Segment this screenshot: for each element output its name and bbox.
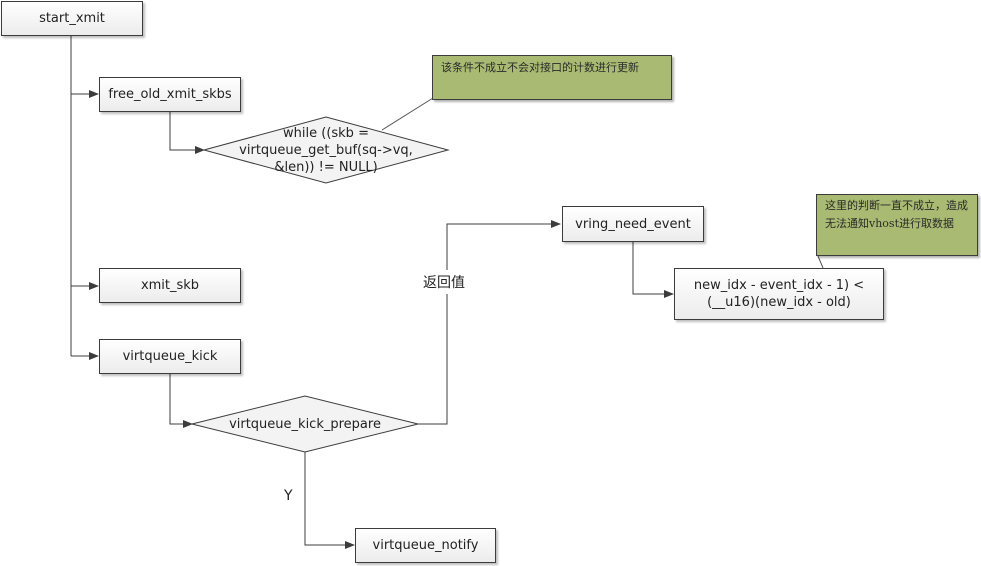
note-callout-line — [381, 97, 434, 131]
node-label: free_old_xmit_skbs — [108, 87, 232, 102]
edge-label-text: 返回值 — [423, 275, 465, 291]
node-label: virtqueue_notify — [372, 538, 479, 553]
edge-need-event-to-expr — [632, 242, 674, 298]
note-while-condition: 该条件不成立不会对接口的计数进行更新 — [432, 55, 672, 100]
node-virtqueue-kick[interactable]: virtqueue_kick — [99, 339, 241, 374]
node-label: start_xmit — [39, 11, 105, 26]
node-free-old-xmit-skbs[interactable]: free_old_xmit_skbs — [99, 77, 241, 112]
node-label: vring_need_event — [575, 216, 691, 232]
note-text: 该条件不成立不会对接口的计数进行更新 — [441, 61, 639, 74]
node-label: xmit_skb — [140, 278, 200, 293]
edge-kick-to-prepare — [169, 374, 193, 428]
edge-label-return-value: 返回值 — [423, 270, 465, 294]
node-label: virtqueue_kick_prepare — [229, 416, 381, 432]
note-need-event-expr: 这里的判断一直不成立，造成无法通知vhost进行取数据 — [816, 194, 978, 256]
note-callout-line — [817, 255, 824, 269]
node-need-event-expression[interactable]: new_idx - event_idx - 1) < (__u16)(new_i… — [674, 268, 884, 320]
node-label: new_idx - event_idx - 1) < (__u16)(new_i… — [693, 278, 865, 310]
edge-label-text: Y — [284, 488, 293, 504]
edge-prepare-to-notify — [304, 452, 355, 549]
node-xmit-skb[interactable]: xmit_skb — [99, 268, 241, 303]
node-virtqueue-kick-prepare[interactable]: virtqueue_kick_prepare — [205, 410, 405, 438]
while-diamond — [202, 116, 450, 184]
edge-free-to-while — [169, 112, 205, 154]
note-text: 这里的判断一直不成立，造成无法通知vhost进行取数据 — [825, 199, 968, 230]
node-vring-need-event[interactable]: vring_need_event — [562, 206, 704, 242]
node-start-xmit[interactable]: start_xmit — [1, 1, 143, 36]
prepare-diamond — [191, 395, 419, 453]
node-while-condition[interactable]: while ((skb = virtqueue_get_buf(sq->vq, … — [214, 118, 438, 182]
node-label: virtqueue_kick — [122, 349, 218, 364]
edge-label-yes: Y — [284, 486, 293, 506]
edge-prepare-to-need-event — [418, 220, 561, 425]
node-virtqueue-notify[interactable]: virtqueue_notify — [355, 528, 496, 563]
node-label: while ((skb = virtqueue_get_buf(sq->vq, … — [239, 125, 413, 175]
